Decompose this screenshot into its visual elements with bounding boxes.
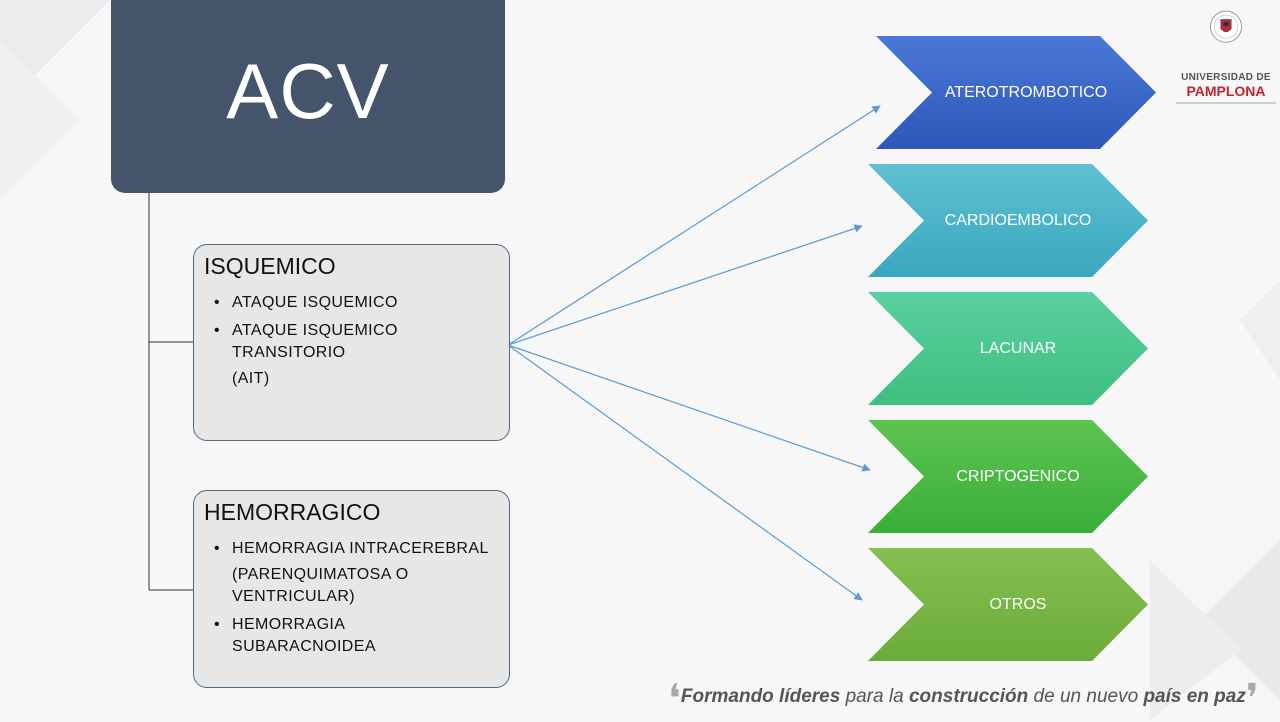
tree-lines bbox=[148, 193, 194, 591]
root-node-acv: ACV bbox=[111, 0, 505, 193]
university-logo-text: UNIVERSIDAD DE PAMPLONA bbox=[1176, 72, 1276, 104]
slogan-part: país en paz bbox=[1143, 686, 1246, 707]
category-title: ISQUEMICO bbox=[204, 253, 336, 279]
logo-line1: UNIVERSIDAD DE bbox=[1181, 72, 1271, 83]
list-item: ATAQUE ISQUEMICO bbox=[214, 292, 499, 314]
branch-arrows bbox=[507, 105, 881, 601]
subtype-label: LACUNAR bbox=[979, 339, 1057, 357]
logo-line2: PAMPLONA bbox=[1176, 83, 1276, 104]
category-hemorragico: HEMORRAGICO HEMORRAGIA INTRACEREBRAL (PA… bbox=[193, 490, 510, 688]
root-title: ACV bbox=[226, 47, 390, 135]
list-item: (PARENQUIMATOSA O VENTRICULAR) bbox=[232, 566, 409, 605]
category-list: HEMORRAGIA INTRACEREBRAL (PARENQUIMATOSA… bbox=[204, 538, 499, 658]
list-item: ATAQUE ISQUEMICO TRANSITORIO bbox=[214, 320, 422, 364]
list-item: (AIT) bbox=[232, 370, 270, 387]
subtype-label: ATEROTROMBOTICO bbox=[944, 83, 1108, 101]
slogan-part: construcción bbox=[908, 686, 1029, 707]
university-seal-icon bbox=[1209, 10, 1243, 43]
list-item: HEMORRAGIA INTRACEREBRAL bbox=[214, 538, 499, 560]
list-item: HEMORRAGIA SUBARACNOIDEA bbox=[214, 614, 392, 658]
category-isquemico: ISQUEMICO ATAQUE ISQUEMICO ATAQUE ISQUEM… bbox=[193, 244, 510, 441]
arrow-cardioembolico bbox=[507, 224, 863, 346]
arrow-aterotrombotico bbox=[507, 105, 881, 346]
slogan: ❛Formando líderes para la construcción d… bbox=[668, 676, 1259, 722]
slogan-part: para la bbox=[840, 686, 909, 707]
subtype-label: CARDIOEMBOLICO bbox=[944, 211, 1092, 229]
category-title: HEMORRAGICO bbox=[204, 499, 381, 525]
open-quote-icon: ❛ bbox=[668, 677, 681, 721]
slogan-part: de un nuevo bbox=[1028, 686, 1144, 707]
subtype-lacunar: LACUNAR bbox=[868, 292, 1148, 405]
subtype-label: OTROS bbox=[989, 595, 1047, 613]
slogan-part: Formando líderes bbox=[680, 686, 841, 707]
arrow-otros bbox=[507, 344, 863, 601]
close-quote-icon: ❜ bbox=[1245, 677, 1259, 721]
category-list: ATAQUE ISQUEMICO ATAQUE ISQUEMICO TRANSI… bbox=[204, 292, 499, 390]
subtype-label: CRIPTOGENICO bbox=[956, 467, 1080, 485]
arrow-criptogenico bbox=[507, 344, 871, 472]
